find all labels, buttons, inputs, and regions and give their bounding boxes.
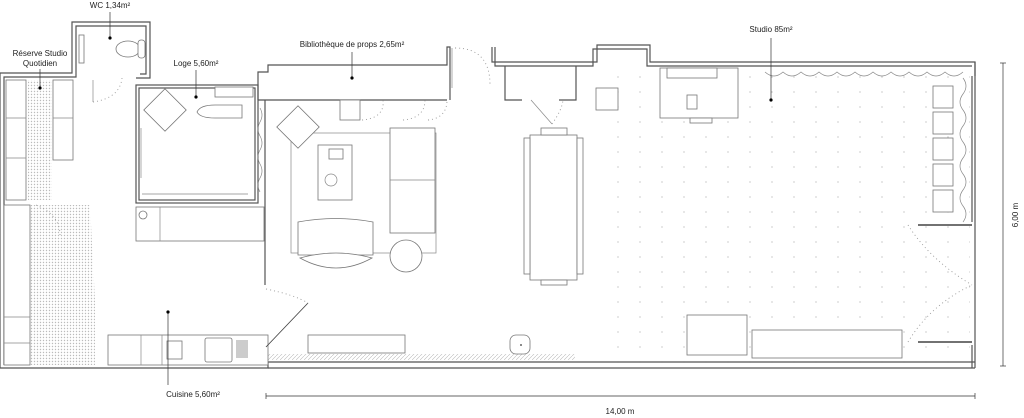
reserve-label-line1: Réserve Studio bbox=[13, 49, 68, 58]
studio-seats bbox=[932, 85, 954, 213]
loge-label: Loge 5,60m² bbox=[174, 59, 219, 68]
studio-bottom-furniture bbox=[268, 314, 903, 360]
reserve-label-line2: Quotidien bbox=[23, 59, 57, 68]
bibliotheque-fixtures bbox=[339, 47, 491, 121]
room-label-loge: Loge 5,60m² bbox=[174, 59, 219, 99]
kitchen-fixtures bbox=[107, 288, 309, 366]
cuisine-label: Cuisine 5,60m² bbox=[166, 390, 220, 399]
room-label-wc: WC 1,34m² bbox=[90, 1, 131, 40]
curtain-top bbox=[764, 71, 964, 77]
room-label-bibliotheque: Bibliothèque de props 2,65m² bbox=[300, 40, 405, 80]
studio-label: Studio 85m² bbox=[749, 25, 792, 34]
curtain-left bbox=[257, 107, 263, 193]
wc-label: WC 1,34m² bbox=[90, 1, 131, 10]
bibliotheque-label: Bibliothèque de props 2,65m² bbox=[300, 40, 405, 49]
dimension-width: 14,00 m bbox=[265, 393, 976, 416]
loge-furniture bbox=[135, 86, 265, 242]
wc-fixtures bbox=[78, 34, 146, 103]
height-label: 6,00 m bbox=[1011, 202, 1020, 227]
room-label-reserve: Réserve Studio Quotidien bbox=[13, 49, 68, 90]
room-label-cuisine: Cuisine 5,60m² bbox=[166, 310, 220, 399]
desk bbox=[659, 67, 739, 124]
reserve-storage bbox=[3, 79, 95, 366]
dining-table bbox=[523, 87, 619, 286]
double-door bbox=[907, 224, 973, 343]
room-label-studio: Studio 85m² bbox=[749, 25, 793, 102]
width-label: 14,00 m bbox=[606, 407, 635, 416]
dimension-height: 6,00 m bbox=[1000, 62, 1020, 367]
lounge-furniture bbox=[276, 105, 437, 273]
curtain-right bbox=[959, 77, 967, 223]
